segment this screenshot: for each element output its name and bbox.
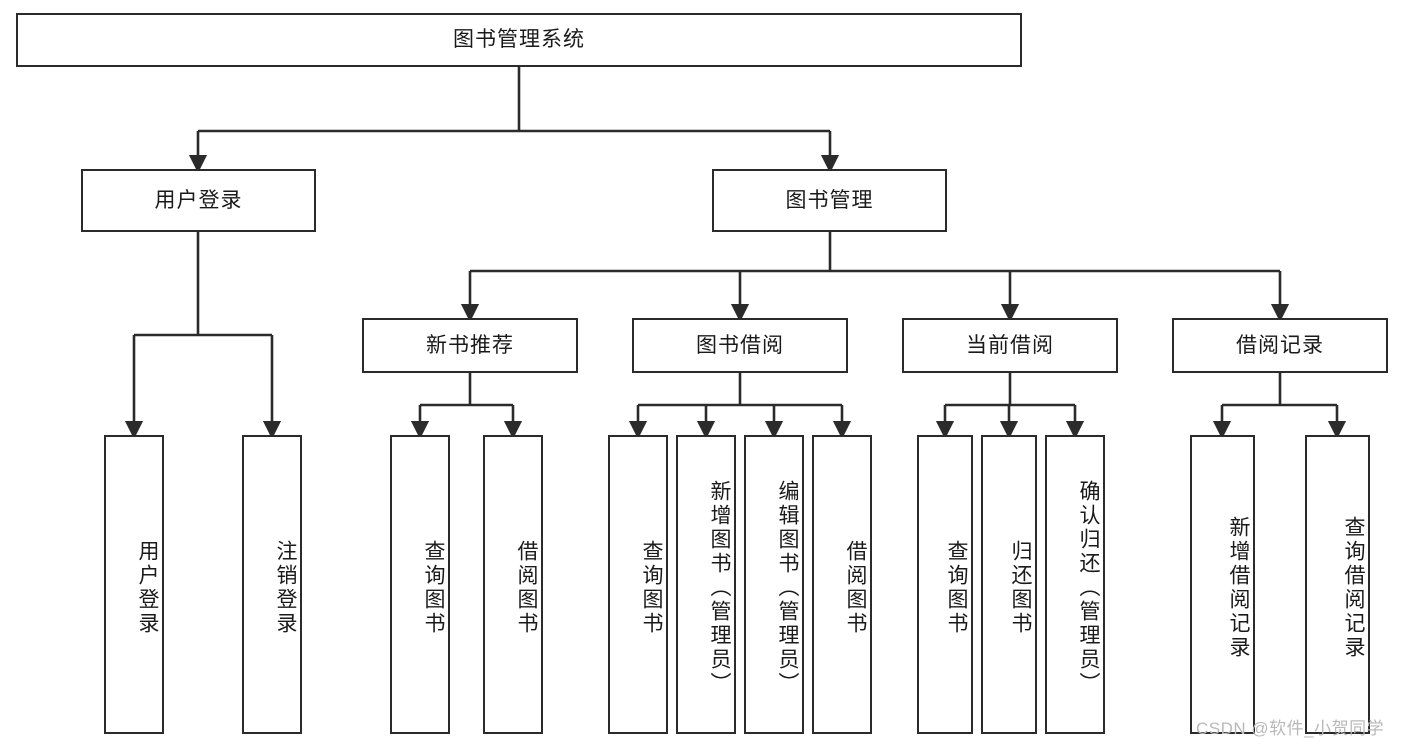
leaf-book-borrow-query[interactable]: 查询图书 [608, 435, 668, 734]
node-new-book-recommend[interactable]: 新书推荐 [362, 318, 578, 373]
watermark: CSDN @软件_小贺同学 [1196, 719, 1385, 738]
leaf-current-borrow-return[interactable]: 归还图书 [981, 435, 1037, 734]
leaf-label: 借阅图书 [844, 539, 867, 636]
leaf-label: 归还图书 [1009, 539, 1032, 636]
node-book-manage[interactable]: 图书管理 [712, 169, 947, 232]
leaf-label: 新增图书（管理员） [708, 479, 731, 696]
leaf-book-borrow-edit[interactable]: 编辑图书（管理员） [744, 435, 804, 734]
leaf-user-login-logout[interactable]: 注销登录 [242, 435, 302, 734]
node-borrow-record-label: 借阅记录 [1236, 333, 1324, 357]
leaf-label: 查询图书 [945, 539, 968, 636]
leaf-book-borrow-borrow[interactable]: 借阅图书 [812, 435, 872, 734]
leaf-current-borrow-confirm-return[interactable]: 确认归还（管理员） [1045, 435, 1105, 734]
node-new-book-recommend-label: 新书推荐 [426, 333, 514, 357]
node-current-borrow[interactable]: 当前借阅 [902, 318, 1118, 373]
leaf-label: 注销登录 [274, 539, 297, 636]
leaf-label: 借阅图书 [515, 539, 538, 636]
leaf-current-borrow-query[interactable]: 查询图书 [917, 435, 973, 734]
node-book-borrow-label: 图书借阅 [696, 333, 784, 357]
leaf-label: 查询图书 [640, 539, 663, 636]
node-current-borrow-label: 当前借阅 [966, 333, 1054, 357]
leaf-label: 用户登录 [136, 539, 159, 636]
node-user-login[interactable]: 用户登录 [81, 169, 316, 232]
leaf-new-book-query[interactable]: 查询图书 [390, 435, 450, 734]
leaf-borrow-record-query[interactable]: 查询借阅记录 [1305, 435, 1370, 734]
node-borrow-record[interactable]: 借阅记录 [1172, 318, 1388, 373]
leaf-label: 新增借阅记录 [1227, 515, 1250, 660]
leaf-label: 确认归还（管理员） [1077, 479, 1100, 696]
node-root-label: 图书管理系统 [453, 28, 585, 52]
leaf-label: 查询图书 [422, 539, 445, 636]
leaf-borrow-record-add[interactable]: 新增借阅记录 [1190, 435, 1255, 734]
leaf-new-book-borrow[interactable]: 借阅图书 [483, 435, 543, 734]
leaf-label: 查询借阅记录 [1342, 515, 1365, 660]
leaf-user-login-login[interactable]: 用户登录 [104, 435, 164, 734]
node-book-borrow[interactable]: 图书借阅 [632, 318, 848, 373]
leaf-label: 编辑图书（管理员） [776, 479, 799, 696]
leaf-book-borrow-add[interactable]: 新增图书（管理员） [676, 435, 736, 734]
node-root[interactable]: 图书管理系统 [16, 13, 1022, 67]
node-book-manage-label: 图书管理 [785, 188, 874, 212]
node-user-login-label: 用户登录 [154, 188, 243, 212]
